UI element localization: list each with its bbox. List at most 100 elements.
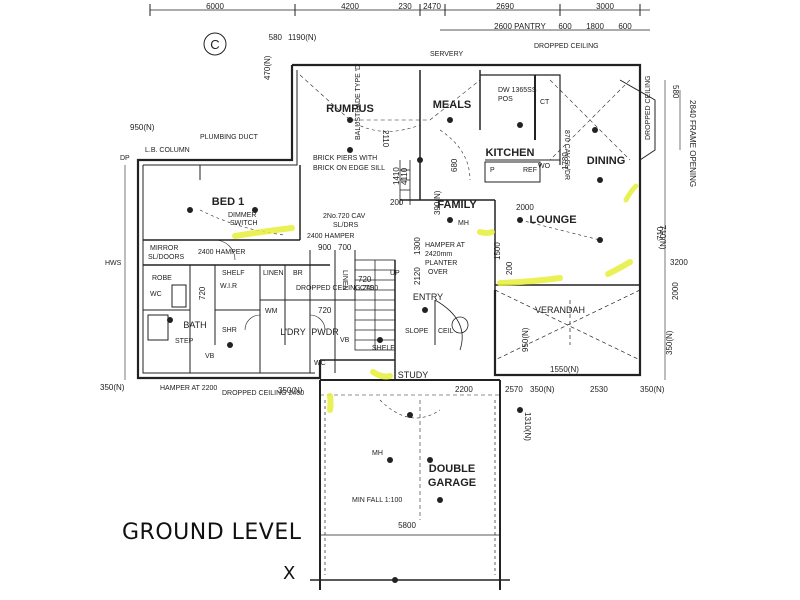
right-dim: 580 bbox=[671, 85, 680, 99]
left-dim: 950(N) bbox=[130, 123, 155, 132]
room-garage: DOUBLE bbox=[429, 463, 475, 475]
mid-dim: 1500 bbox=[493, 242, 502, 260]
note: BRICK ON EDGE SILL bbox=[313, 165, 385, 172]
bottom-dim: 5800 bbox=[398, 521, 416, 530]
note: 2No.720 CAV bbox=[323, 213, 366, 220]
highlight-lounge bbox=[497, 275, 563, 286]
highlight-marks bbox=[232, 183, 639, 413]
note: POS bbox=[498, 96, 513, 103]
room-entry: ENTRY bbox=[413, 292, 443, 302]
page-title: GROUND LEVEL bbox=[122, 520, 302, 545]
x-marker: X bbox=[283, 563, 296, 584]
note: SL/DRS bbox=[333, 222, 359, 229]
note: DW 1365SS bbox=[498, 87, 537, 94]
room-dining: DINING bbox=[587, 155, 626, 167]
note: SLOPE bbox=[405, 328, 429, 335]
room-meals: MEALS bbox=[433, 99, 472, 111]
note: DROPPED CEILING bbox=[534, 43, 599, 50]
mid-dim: 900 bbox=[318, 243, 332, 252]
mid-dim: 390(N) bbox=[433, 190, 442, 215]
bottom-dim: 350(N) bbox=[640, 385, 665, 394]
highlight-dining-1 bbox=[623, 183, 639, 203]
top-dim: 6000 bbox=[206, 2, 224, 11]
mid-dim: 4110 bbox=[400, 167, 409, 185]
light-fittings bbox=[167, 117, 603, 583]
mid-dim: 1300 bbox=[413, 237, 422, 255]
top-dim: 600 bbox=[618, 22, 632, 31]
outer-wall bbox=[292, 63, 642, 377]
room-family: FAMILY bbox=[437, 199, 477, 211]
room-bath: BATH bbox=[183, 320, 206, 330]
mid-dim: 2200 bbox=[455, 385, 473, 394]
highlight-family bbox=[477, 229, 495, 236]
highlight-study bbox=[370, 369, 393, 380]
note: WC bbox=[314, 360, 326, 367]
right-dim: 350(N) bbox=[665, 330, 674, 355]
right-dim: 710(N) bbox=[658, 225, 667, 250]
note: 870 CAV SL/DR bbox=[563, 130, 570, 180]
top-dim: 2690 bbox=[496, 2, 514, 11]
room-garage: GARAGE bbox=[428, 477, 476, 489]
top-dim: 4200 bbox=[341, 2, 359, 11]
mid-dim: 700 bbox=[338, 243, 352, 252]
bottom-dim: 1310(N) bbox=[523, 412, 532, 441]
note: LINEN bbox=[263, 270, 284, 277]
note: 2400 HAMPER bbox=[198, 249, 245, 256]
highlight-dimmer bbox=[232, 225, 295, 239]
bottom-dim: 950(N) bbox=[521, 327, 530, 352]
top-dim: 230 bbox=[398, 2, 412, 11]
left-dim: 1190(N) bbox=[288, 33, 317, 42]
top-dim: 2600 PANTRY bbox=[494, 22, 546, 31]
mid-dim: 720 bbox=[318, 306, 332, 315]
note: DIMMER bbox=[228, 212, 256, 219]
note: SHELF bbox=[372, 345, 395, 352]
top-dim: 2470 bbox=[423, 2, 441, 11]
note: 2420mm bbox=[425, 251, 452, 258]
mid-dim: 2110 bbox=[381, 130, 390, 148]
mid-dim: 200 bbox=[505, 261, 514, 275]
note: MH bbox=[458, 220, 469, 227]
right-dim: 2840 FRAME OPENING bbox=[688, 100, 697, 187]
room-verandah: VERANDAH bbox=[535, 305, 585, 315]
note: DROPPED CEILING 2400 bbox=[222, 390, 304, 397]
note: HAMPER AT 2200 bbox=[160, 385, 217, 392]
note: SHELF bbox=[222, 270, 245, 277]
mid-dim: 1410 bbox=[392, 167, 401, 185]
bottom-dim: 350(N) bbox=[278, 386, 303, 395]
note: MIRROR bbox=[150, 245, 178, 252]
note: MH bbox=[372, 450, 383, 457]
note: REF bbox=[523, 167, 537, 174]
right-dim: 2000 bbox=[671, 282, 680, 300]
bottom-dim: 1550(N) bbox=[550, 365, 579, 374]
room-kitchen: KITCHEN bbox=[486, 147, 535, 159]
mid-dim: 2120 bbox=[413, 267, 422, 285]
note: CTS bbox=[360, 285, 374, 292]
mid-dim: 2000 bbox=[516, 203, 534, 212]
room-pwdr: PWDR bbox=[311, 327, 339, 337]
note: STEP bbox=[175, 338, 194, 345]
note: PLUMBING DUCT bbox=[200, 134, 259, 141]
note: DP bbox=[120, 155, 130, 162]
note: WO bbox=[538, 163, 551, 170]
note: VB bbox=[340, 337, 350, 344]
left-dim: 350(N) bbox=[100, 383, 125, 392]
bottom-dim: 2570 bbox=[505, 385, 523, 394]
grid-marker: C bbox=[210, 37, 219, 52]
room-ldry: L'DRY bbox=[280, 327, 306, 337]
note: SHR bbox=[222, 327, 237, 334]
mid-dim: 680 bbox=[450, 158, 459, 172]
mid-dim: 200 bbox=[390, 198, 404, 207]
note: WC bbox=[150, 291, 162, 298]
mid-dim: 710 bbox=[656, 226, 665, 240]
bottom-dim: 2530 bbox=[590, 385, 608, 394]
room-rumpus: RUMPUS bbox=[326, 103, 374, 115]
note: WM bbox=[265, 308, 278, 315]
note: DROPPED CEILING 2400 bbox=[296, 285, 378, 292]
note: HWS bbox=[105, 260, 122, 267]
note: OVER bbox=[428, 269, 448, 276]
mid-dim: 720 bbox=[358, 275, 372, 284]
left-dim: 580 bbox=[269, 33, 283, 42]
note: ROBE bbox=[152, 275, 172, 282]
note: W.I.R bbox=[220, 283, 237, 290]
room-bed1: BED 1 bbox=[212, 196, 244, 208]
